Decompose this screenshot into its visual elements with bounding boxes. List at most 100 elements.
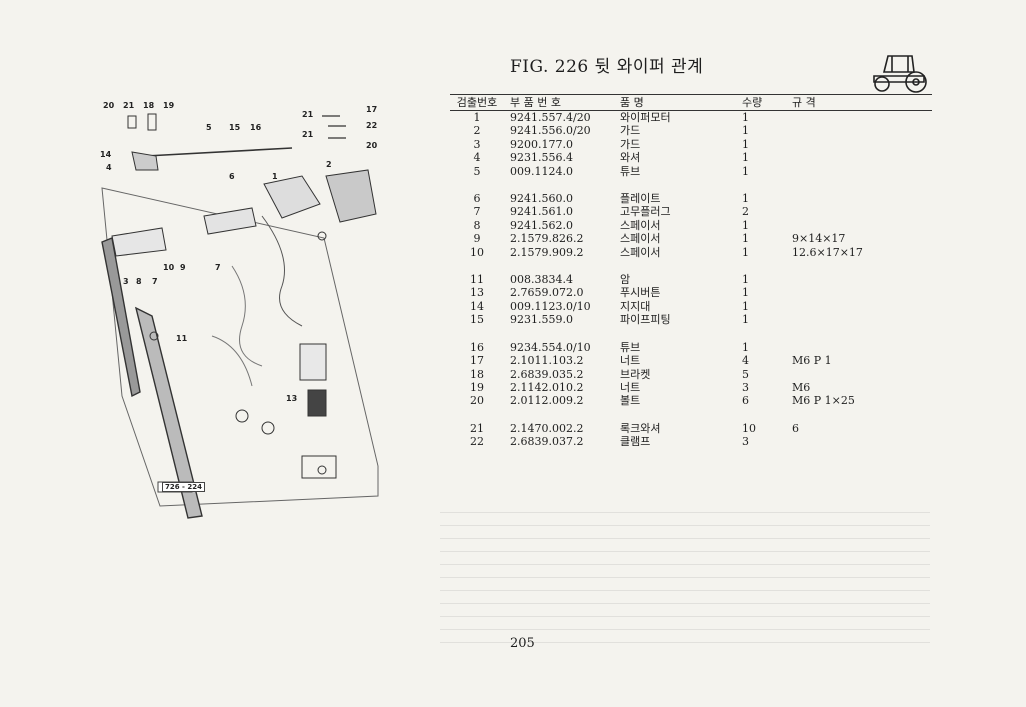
cell-index: 7 [473, 205, 481, 219]
cell-index: 20 [470, 394, 484, 408]
cell-spec: 12.6×17×17 [792, 245, 863, 259]
cell-name: 클램프 [620, 435, 651, 449]
cell-index: 17 [470, 354, 484, 368]
cell-name: 가드 [620, 124, 641, 138]
cell-name: 너트 [620, 380, 641, 394]
callout-label: 6 [229, 172, 235, 181]
cell-spec: M6 P 1×25 [792, 394, 855, 408]
callout-label: 1 [272, 172, 278, 181]
cell-part-no: 9241.556.0/20 [510, 124, 591, 138]
cell-qty: 5 [742, 367, 749, 381]
cell-part-no: 2.7659.072.0 [510, 286, 584, 300]
callout-label: 11 [176, 334, 188, 343]
cell-name: 가드 [620, 137, 641, 151]
cell-index: 21 [470, 421, 484, 435]
spacer-bracket [111, 227, 167, 257]
callout-label: 15 [229, 123, 241, 132]
callout-label: 22 [366, 121, 378, 130]
cell-index: 13 [470, 286, 484, 300]
cell-index: 5 [473, 164, 481, 178]
cell-name: 튜브 [620, 164, 641, 178]
group-spacer [450, 327, 932, 341]
cell-name: 튜브 [620, 340, 641, 354]
cell-spec [792, 435, 932, 448]
cell-name: 볼트 [620, 394, 641, 408]
cell-index: 22 [470, 435, 484, 449]
cell-part-no: 9200.177.0 [510, 137, 573, 151]
callout-label: 5 [206, 123, 212, 132]
cell-spec [792, 138, 932, 151]
cell-qty: 3 [742, 380, 749, 394]
cell-spec [792, 192, 932, 205]
table-header-row: 검출번호 부 품 번 호 품 명 수량 규 격 [450, 94, 932, 111]
cell-part-no: 9241.561.0 [510, 205, 573, 219]
cell-index: 4 [473, 151, 481, 165]
callout-label: 7 [152, 277, 158, 286]
callout-label: 9 [180, 263, 186, 272]
cell-spec [792, 368, 932, 381]
cell-qty: 4 [742, 354, 749, 368]
cell-part-no: 9234.554.0/10 [510, 340, 591, 354]
cell-spec [792, 111, 932, 125]
cell-name: 브라켓 [620, 367, 651, 381]
cell-name: 록크와셔 [620, 421, 661, 435]
cell-spec [792, 151, 932, 164]
figure-reference-code: 726 - 224 [162, 482, 206, 492]
cell-part-no: 2.1579.909.2 [510, 245, 584, 259]
cell-spec [792, 341, 932, 354]
page-title: FIG. 226 뒷 와이퍼 관계 [510, 57, 704, 77]
cell-index: 9 [473, 232, 481, 246]
cell-qty: 3 [742, 435, 749, 449]
cell-index: 3 [473, 137, 481, 151]
cell-part-no: 2.6839.035.2 [510, 367, 584, 381]
cell-part-no: 2.0112.009.2 [510, 394, 584, 408]
drive-tube [145, 147, 293, 157]
callout-label: 21 [302, 110, 314, 119]
cell-qty: 1 [742, 245, 749, 259]
parts-table-container: 검출번호 부 품 번 호 품 명 수량 규 격 1 9241.557.4/20 와이… [450, 94, 932, 449]
cell-index: 18 [470, 367, 484, 381]
callout-label: 2 [326, 160, 332, 169]
cell-qty: 1 [742, 218, 749, 232]
col-header-index: 검출번호 [450, 94, 504, 111]
bleed-through-shadow [440, 500, 930, 650]
cell-part-no: 9241.562.0 [510, 218, 573, 232]
cell-qty: 1 [742, 340, 749, 354]
col-header-qty: 수량 [736, 94, 792, 111]
cell-part-no: 9241.557.4/20 [510, 111, 591, 124]
cell-part-no: 008.3834.4 [510, 273, 573, 287]
page-number: 205 [510, 636, 535, 651]
cell-spec: M6 [792, 380, 811, 394]
cell-qty: 1 [742, 313, 749, 327]
cell-qty: 1 [742, 192, 749, 206]
cell-name: 와이퍼모터 [620, 111, 671, 124]
cell-spec [792, 219, 932, 232]
cell-name: 스페이서 [620, 218, 661, 232]
cell-part-no: 009.1123.0/10 [510, 299, 591, 313]
callout-label: 16 [250, 123, 262, 132]
col-header-part-no: 부 품 번 호 [504, 94, 620, 111]
cell-name: 암 [620, 273, 631, 287]
exploded-diagram [101, 113, 379, 519]
cell-name: 스페이서 [620, 232, 661, 246]
cell-qty: 2 [742, 205, 749, 219]
table-row: 18 2.6839.035.2 브라켓 5 [450, 368, 932, 381]
col-header-spec: 규 격 [792, 94, 932, 111]
cell-part-no: 2.1011.103.2 [510, 354, 584, 368]
cell-spec [792, 300, 932, 313]
cell-spec [792, 273, 932, 286]
callout-label: 18 [143, 101, 155, 110]
callout-label: 20 [366, 141, 378, 150]
